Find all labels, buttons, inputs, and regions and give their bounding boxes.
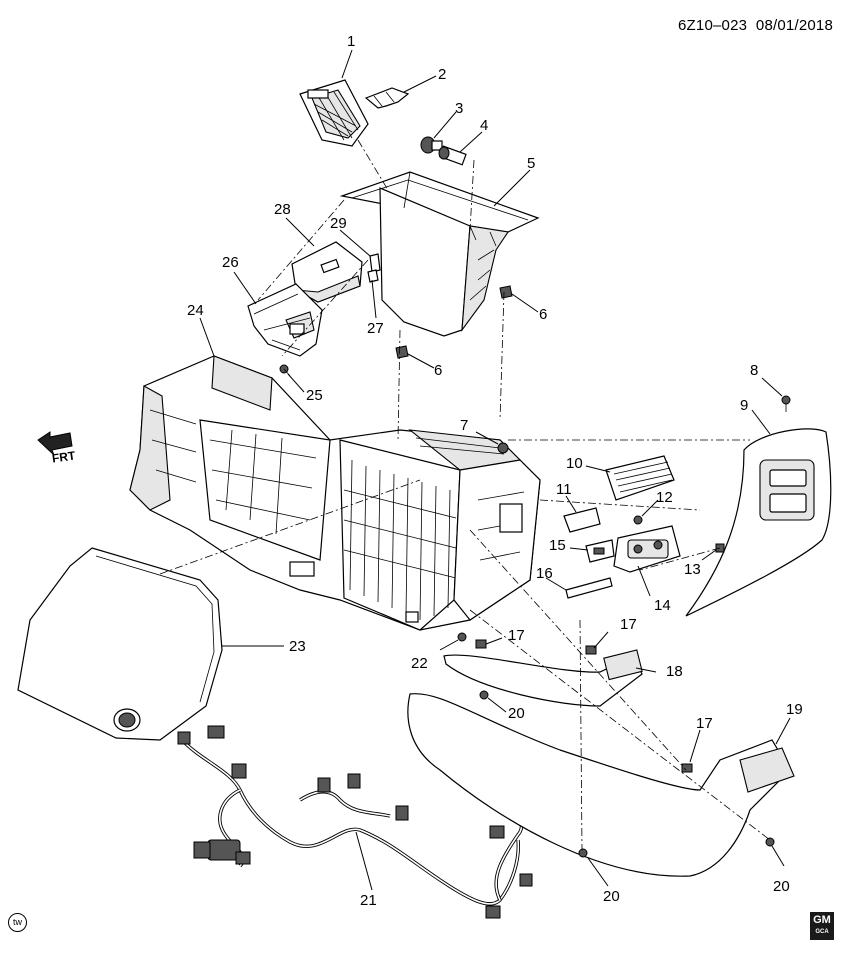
part-17-clip-b — [585, 645, 597, 655]
part-20-screw-a — [479, 690, 489, 700]
part-17-clip-a — [475, 639, 487, 649]
callout-6-lower: 6 — [434, 362, 443, 379]
part-18-duct — [443, 649, 643, 707]
callout-6-upper: 6 — [539, 306, 548, 323]
part-8-screw — [781, 395, 791, 412]
callout-17-a: 17 — [508, 627, 525, 644]
callout-11: 11 — [556, 481, 572, 498]
callout-28: 28 — [274, 201, 291, 218]
part-5-storage-bin — [339, 171, 540, 337]
callout-20-c: 20 — [773, 878, 790, 895]
part-7-nut — [497, 442, 509, 454]
callout-22: 22 — [411, 655, 428, 672]
part-21-wiring-harness — [177, 725, 533, 919]
callout-1: 1 — [347, 33, 356, 50]
part-26-bracket — [247, 283, 323, 357]
callout-18: 18 — [666, 663, 683, 680]
diagram-date: 08/01/2018 — [755, 17, 833, 34]
callout-20-b: 20 — [603, 888, 620, 905]
part-27-clip — [367, 269, 379, 283]
corner-badge: tw — [8, 913, 27, 932]
part-10-vent — [605, 455, 675, 501]
part-15-usb-port — [585, 539, 615, 563]
diagram-code: 6Z10–023 — [678, 17, 748, 34]
part-20-screw-b — [578, 848, 588, 858]
callout-4: 4 — [480, 117, 489, 134]
callout-9: 9 — [740, 397, 749, 414]
leader-lines — [199, 49, 791, 891]
part-1-mat — [299, 79, 369, 147]
gm-logo-sub: GCA — [815, 929, 829, 935]
callout-12: 12 — [656, 489, 673, 506]
callout-20-a: 20 — [508, 705, 525, 722]
gm-logo: GM GCA — [810, 912, 834, 940]
part-3-outlet-cap — [420, 136, 443, 154]
part-11-switch — [563, 507, 601, 533]
part-2-clip — [364, 87, 410, 109]
callout-16: 16 — [536, 565, 553, 582]
part-16-bracket — [565, 577, 613, 599]
part-6-clip-upper — [499, 285, 513, 299]
part-9-rear-trim-panel — [685, 428, 832, 617]
callout-29: 29 — [330, 215, 347, 232]
callout-24: 24 — [187, 302, 204, 319]
callout-3: 3 — [455, 100, 464, 117]
alignment-lines — [159, 139, 771, 851]
part-14-control-panel — [613, 525, 681, 573]
callout-7: 7 — [460, 417, 469, 434]
callout-5: 5 — [527, 155, 536, 172]
callout-8: 8 — [750, 362, 759, 379]
callout-27: 27 — [367, 320, 384, 337]
front-arrow-icon — [37, 431, 73, 456]
callout-25: 25 — [306, 387, 323, 404]
callout-10: 10 — [566, 455, 583, 472]
callout-14: 14 — [654, 597, 671, 614]
callout-26: 26 — [222, 254, 239, 271]
gm-logo-text: GM — [813, 914, 831, 926]
part-20-screw-c — [765, 837, 775, 847]
part-22-screw — [457, 632, 467, 642]
callout-21: 21 — [360, 892, 377, 909]
part-24-console-frame — [129, 355, 541, 631]
diagram-header: 6Z10–023 08/01/2018 — [678, 17, 833, 34]
callout-15: 15 — [549, 537, 566, 554]
part-19-floor-duct — [407, 693, 795, 877]
part-17-clip-c — [681, 763, 693, 773]
part-23-side-panel — [17, 547, 223, 741]
callout-2: 2 — [438, 66, 447, 83]
part-12-screw — [633, 515, 643, 525]
callout-23: 23 — [289, 638, 306, 655]
part-6-clip-lower — [395, 345, 409, 359]
callout-17-b: 17 — [620, 616, 637, 633]
part-29-screw — [369, 253, 381, 273]
part-4-outlet — [438, 145, 467, 166]
callout-19: 19 — [786, 701, 803, 718]
callout-17-c: 17 — [696, 715, 713, 732]
callout-13: 13 — [684, 561, 701, 578]
